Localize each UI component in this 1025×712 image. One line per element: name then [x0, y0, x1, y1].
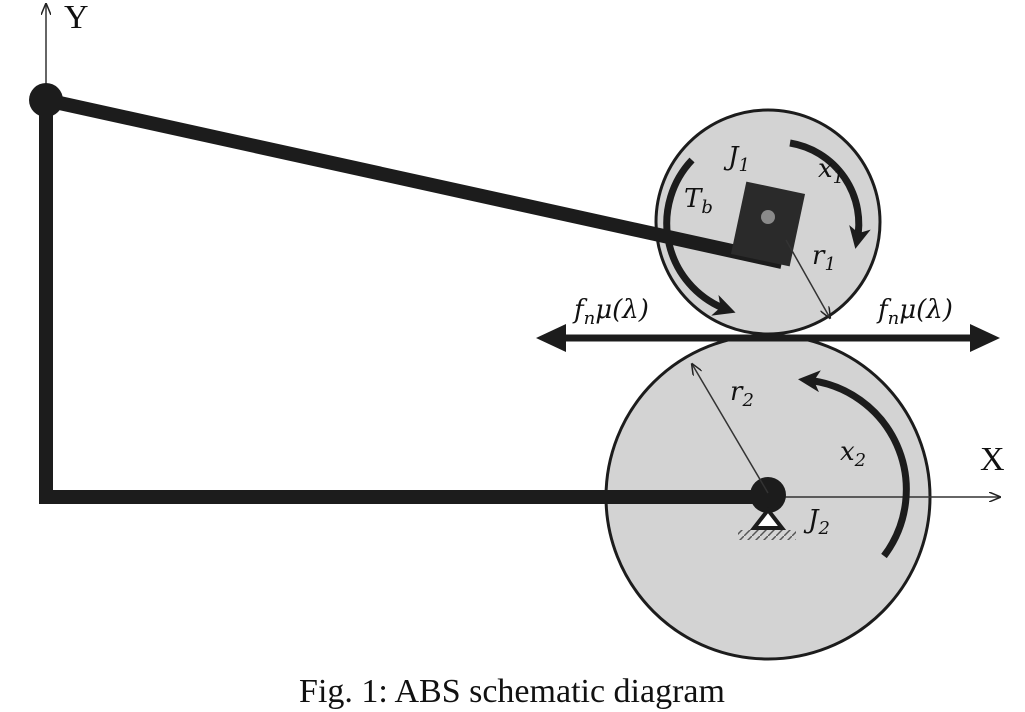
- label-j2: J2: [803, 505, 830, 539]
- x-axis-label: X: [980, 441, 1005, 478]
- label-x1: x1: [818, 154, 844, 188]
- x1-rotation-arrow: [789, 139, 871, 249]
- label-tb: Tb: [684, 184, 713, 218]
- label-r1: r1: [812, 241, 836, 275]
- label-j1: J1: [723, 142, 750, 176]
- frame-diagonal-bar: [44, 93, 784, 269]
- figure-caption: Fig. 1: ABS schematic diagram: [299, 673, 725, 710]
- label-x2: x2: [840, 437, 866, 471]
- friction-arrowhead-right: [970, 324, 1000, 352]
- x2-rotation-arrow: [798, 370, 910, 559]
- pin-support-icon: [749, 506, 787, 530]
- radius-r2-line: [692, 364, 769, 494]
- radius-r1-line: [785, 239, 830, 318]
- friction-arrowhead-left: [536, 324, 566, 352]
- label-friction-right: fnμ(λ): [876, 295, 953, 329]
- tb-torque-arrow: [663, 157, 736, 316]
- ground-hatch: [738, 530, 796, 540]
- label-friction-left: fnμ(λ): [572, 295, 649, 329]
- top-pivot-joint: [29, 83, 63, 117]
- lower-wheel-axle: [750, 477, 786, 513]
- frame-vertical-and-bottom-bar: [39, 100, 768, 504]
- label-r2: r2: [730, 377, 754, 411]
- upper-wheel-axle: [761, 210, 775, 224]
- y-axis-label: Y: [64, 0, 89, 36]
